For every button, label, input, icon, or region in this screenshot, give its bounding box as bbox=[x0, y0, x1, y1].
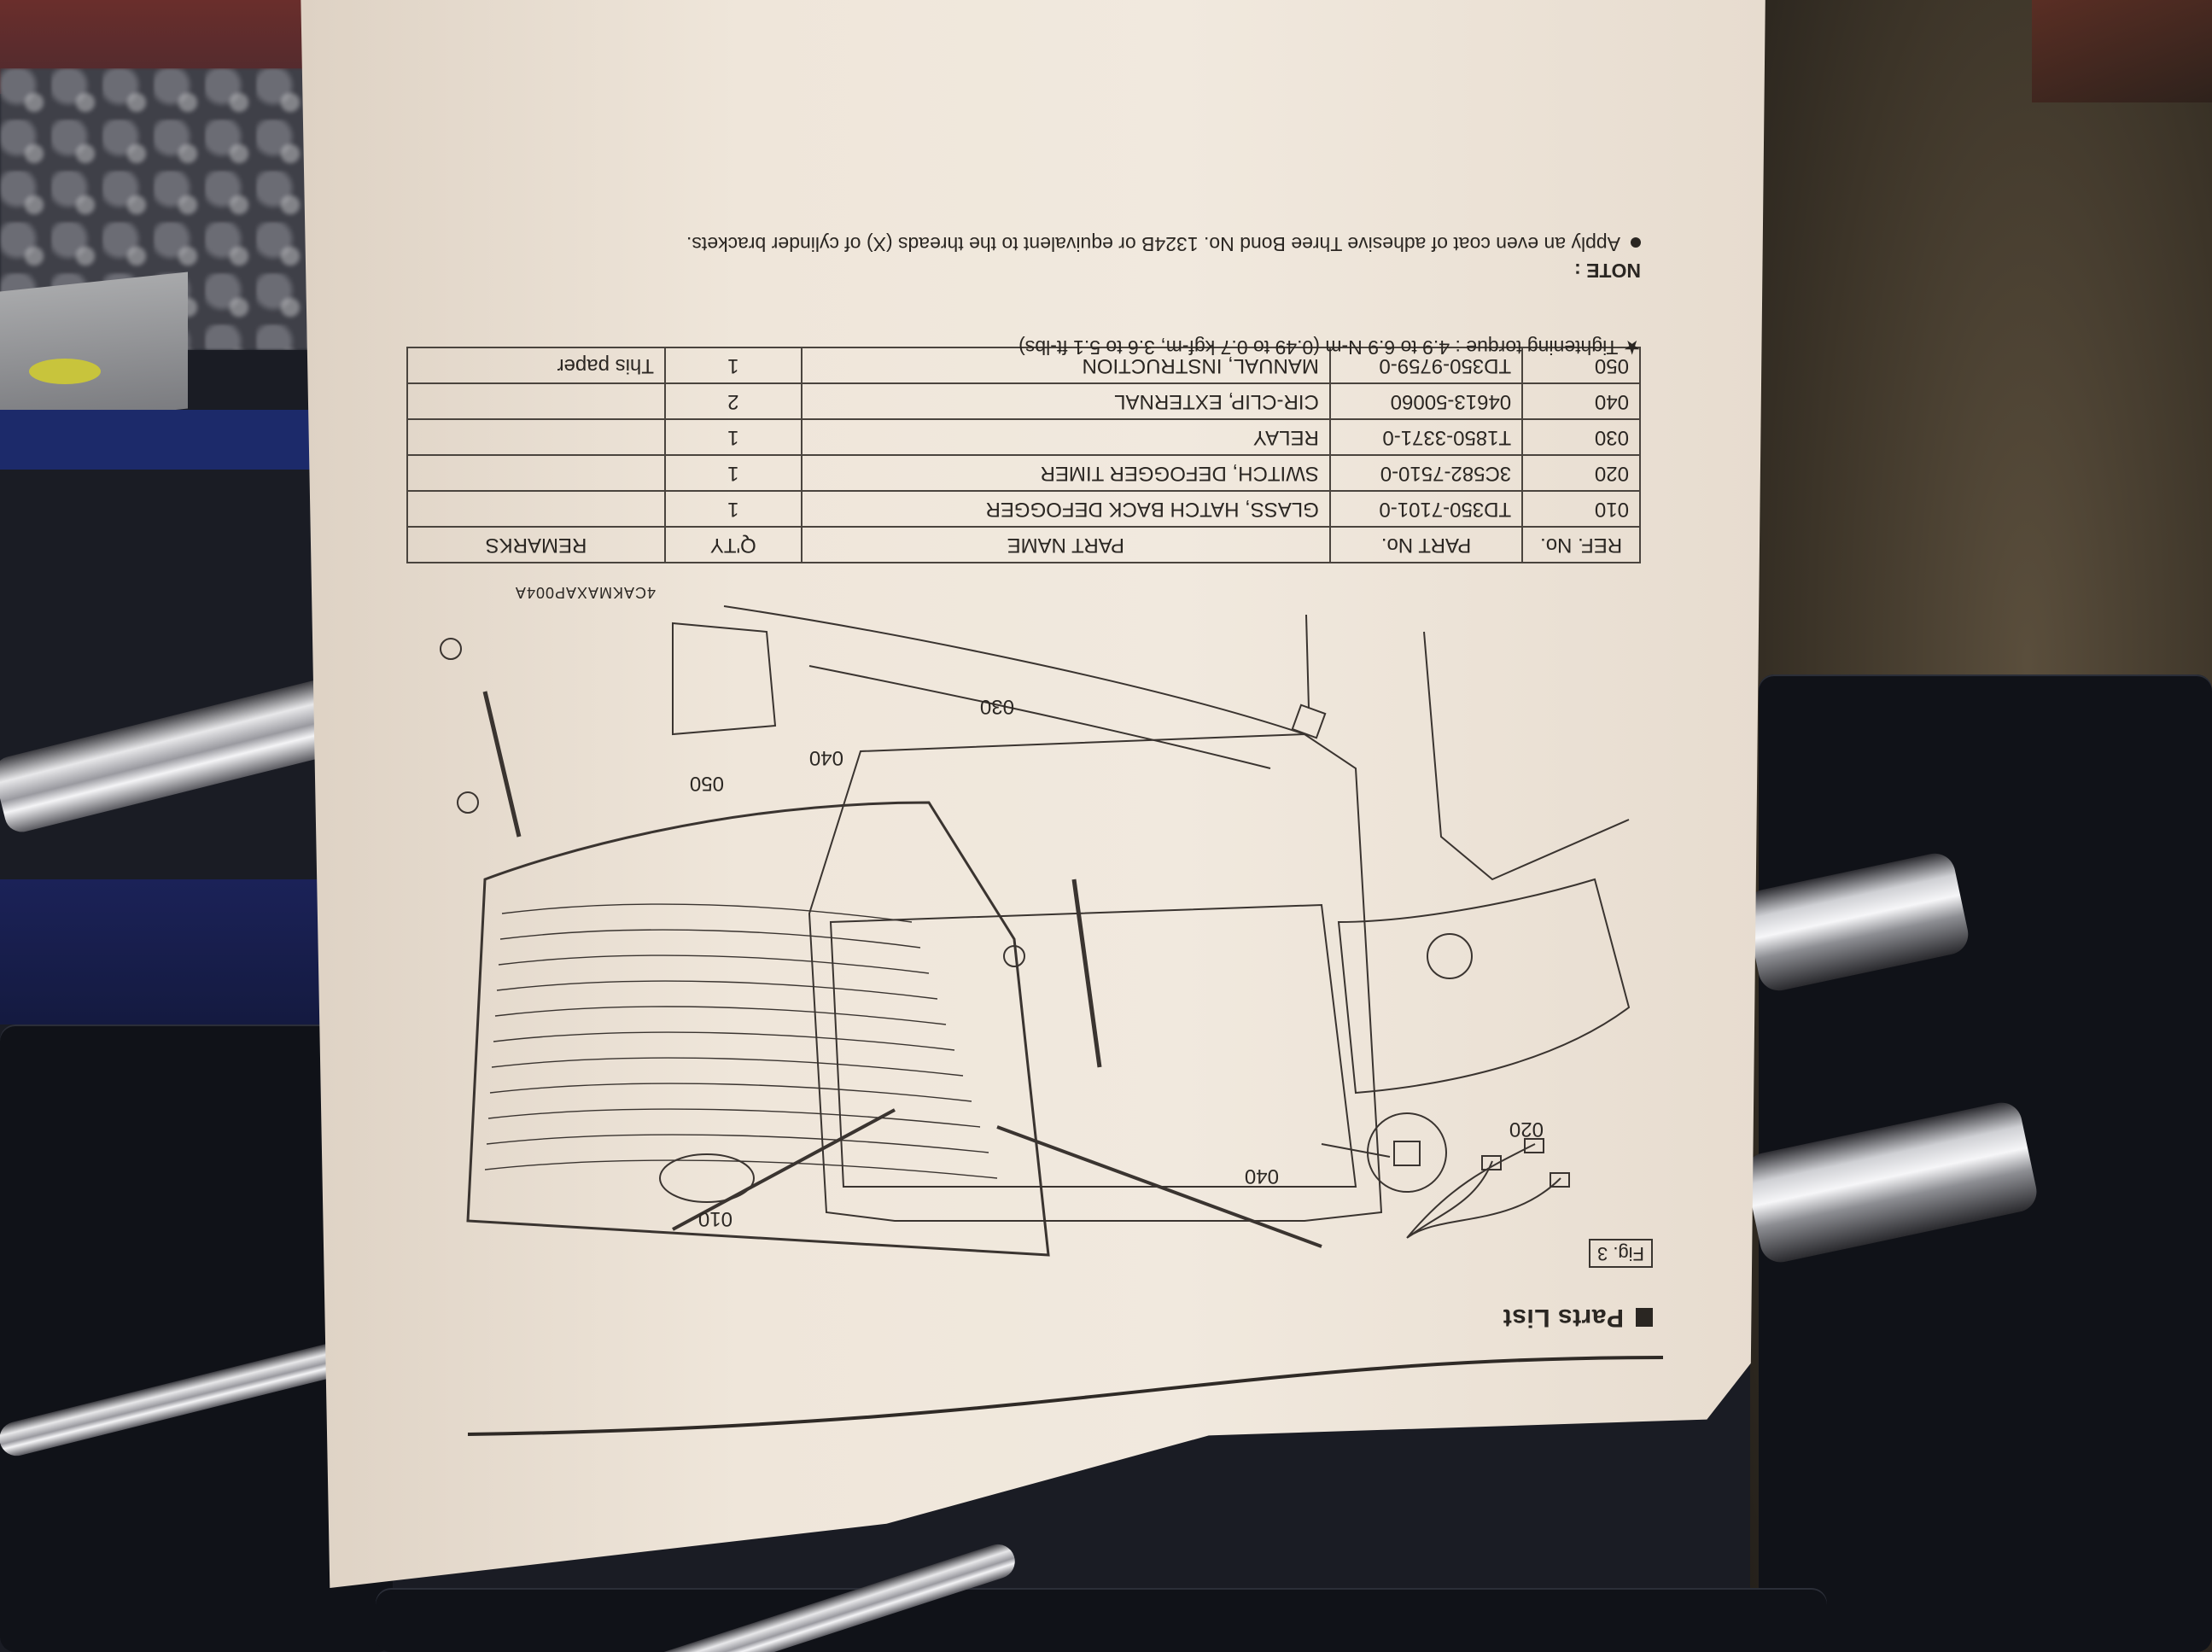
cell-qty: 2 bbox=[664, 383, 802, 419]
cell-remarks: This paper bbox=[407, 347, 665, 383]
parts-list-sheet: Parts List Fig. 3 bbox=[301, 0, 1766, 1588]
header-qty: Q'TY bbox=[664, 527, 802, 563]
leader-line bbox=[672, 1108, 896, 1231]
cell-qty: 1 bbox=[664, 347, 802, 383]
torque-note: ★ Tightening torque : 4.9 to 6.9 N-m (0.… bbox=[1018, 336, 1641, 359]
callout-label: 020 bbox=[1509, 1118, 1544, 1141]
cell-part-no: T1850-3371-0 bbox=[1329, 419, 1523, 455]
hatch-opening bbox=[829, 903, 1357, 1188]
connector bbox=[1524, 1138, 1544, 1153]
cell-ref: 020 bbox=[1522, 455, 1640, 491]
cell-ref: 010 bbox=[1522, 491, 1640, 527]
cell-qty: 1 bbox=[664, 419, 802, 455]
cell-part-no: 04613-50060 bbox=[1329, 383, 1523, 419]
note-block: NOTE : Apply an even coat of adhesive Th… bbox=[686, 232, 1641, 282]
bullet-icon bbox=[1631, 237, 1641, 248]
red-fabric-corner bbox=[2032, 0, 2212, 102]
third-brake-light bbox=[659, 1153, 755, 1203]
gas-strut bbox=[482, 691, 522, 838]
diagram-code: 4CAKMAXAP004A bbox=[514, 584, 656, 601]
wire-harness bbox=[1406, 1143, 1561, 1239]
roof-rail-inner bbox=[808, 665, 1271, 769]
parts-table: REF. No. PART No. PART NAME Q'TY REMARKS… bbox=[406, 347, 1641, 563]
section-title: Parts List bbox=[1503, 1303, 1653, 1332]
header-remarks: REMARKS bbox=[407, 527, 665, 563]
section-title-text: Parts List bbox=[1503, 1304, 1624, 1332]
defogger-lines bbox=[484, 903, 998, 1179]
yellow-button bbox=[29, 359, 101, 384]
callout-label: 030 bbox=[980, 695, 1014, 718]
body-panel bbox=[1337, 878, 1631, 1095]
note-text: Apply an even coat of adhesive Three Bon… bbox=[686, 233, 1620, 255]
cell-part-no: 3C582-7510-0 bbox=[1329, 455, 1523, 491]
callout-label: 050 bbox=[690, 772, 724, 795]
sheet-content: Parts List Fig. 3 bbox=[301, 0, 1766, 1588]
toolbox-tray-bottom bbox=[376, 1588, 1827, 1652]
pillar bbox=[1423, 631, 1630, 881]
leader-line bbox=[996, 1125, 1322, 1248]
cell-remarks bbox=[407, 419, 665, 455]
diagram-callouts: 020 040 010 030 040 050 bbox=[690, 695, 1544, 1230]
hatch-glass-010 bbox=[466, 801, 1050, 1257]
table-row: 010 TD350-7101-0 GLASS, HATCH BACK DEFOG… bbox=[407, 491, 1640, 527]
instruction-manual-050 bbox=[672, 622, 777, 736]
cell-part-name: GLASS, HATCH BACK DEFOGGER bbox=[801, 491, 1330, 527]
table-row: 030 T1850-3371-0 RELAY 1 bbox=[407, 419, 1640, 455]
cell-qty: 1 bbox=[664, 491, 802, 527]
thread-x-marker bbox=[440, 638, 462, 660]
callout-label: 040 bbox=[1245, 1165, 1279, 1188]
gas-strut bbox=[1071, 879, 1102, 1068]
blue-toolbox-panel bbox=[0, 879, 376, 1024]
exploded-diagram: 020 040 010 030 040 050 bbox=[440, 605, 1631, 1257]
title-square-icon bbox=[1636, 1308, 1653, 1327]
header-part-name: PART NAME bbox=[801, 527, 1330, 563]
header-ref-no: REF. No. bbox=[1522, 527, 1640, 563]
thread-x-marker bbox=[457, 791, 479, 814]
cell-part-no: TD350-7101-0 bbox=[1329, 491, 1523, 527]
relay-bracket bbox=[1305, 614, 1310, 709]
header-rule bbox=[468, 1356, 1663, 1436]
callout-label: 010 bbox=[698, 1207, 732, 1230]
note-item: Apply an even coat of adhesive Three Bon… bbox=[686, 232, 1641, 255]
cell-remarks bbox=[407, 455, 665, 491]
cell-part-name: CIR-CLIP, EXTERNAL bbox=[801, 383, 1330, 419]
cell-remarks bbox=[407, 491, 665, 527]
defogger-switch-020 bbox=[1393, 1141, 1421, 1166]
callout-label: 040 bbox=[809, 746, 843, 769]
cell-remarks bbox=[407, 383, 665, 419]
roof-rail bbox=[723, 605, 1305, 735]
switch-mount bbox=[1427, 933, 1473, 979]
header-part-no: PART No. bbox=[1329, 527, 1523, 563]
note-heading: NOTE : bbox=[1574, 260, 1641, 282]
cell-qty: 1 bbox=[664, 455, 802, 491]
connector bbox=[1481, 1155, 1502, 1170]
thread-x-marker bbox=[1003, 945, 1025, 967]
cell-ref: 040 bbox=[1522, 383, 1640, 419]
table-row: 020 3C582-7510-0 SWITCH, DEFOGGER TIMER … bbox=[407, 455, 1640, 491]
hatch-frame bbox=[808, 733, 1383, 1222]
table-header-row: REF. No. PART No. PART NAME Q'TY REMARKS bbox=[407, 527, 1640, 563]
table-row: 040 04613-50060 CIR-CLIP, EXTERNAL 2 bbox=[407, 383, 1640, 419]
cell-ref: 030 bbox=[1522, 419, 1640, 455]
connector bbox=[1550, 1172, 1570, 1188]
grey-tool-handle bbox=[0, 271, 188, 429]
relay-030 bbox=[1291, 703, 1327, 739]
cell-part-name: SWITCH, DEFOGGER TIMER bbox=[801, 455, 1330, 491]
cell-part-name: RELAY bbox=[801, 419, 1330, 455]
